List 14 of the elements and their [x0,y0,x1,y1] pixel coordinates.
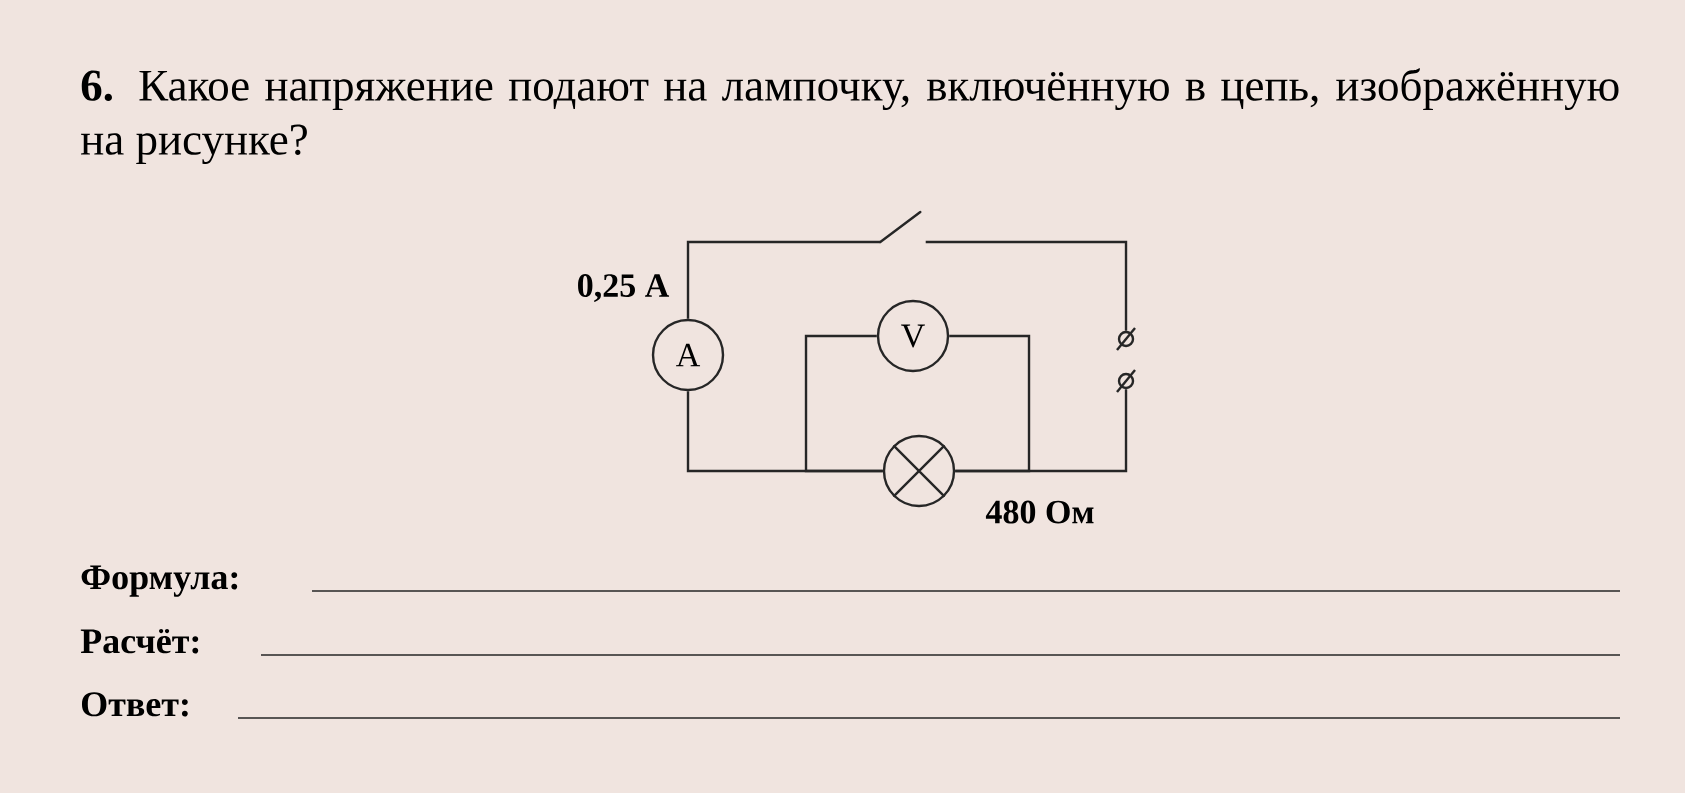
field-label: Расчёт: [80,628,199,654]
wire [804,334,883,473]
terminal [1116,369,1136,393]
question-text: 6. Какое напряжение подают на лампочку, включённую в цепь, изображённую на рисунке? [81,68,1619,165]
wire [925,240,1128,331]
field-label: Ответ: [81,692,188,717]
field-label: Формула: [81,565,238,597]
wire [686,240,881,319]
terminal [1116,327,1136,351]
value-label: 0,25 А [578,274,670,302]
wire [949,334,1031,473]
value-label: 480 Ом [985,500,1094,524]
switch-symbol [879,210,922,244]
lamp-symbol [882,434,956,508]
